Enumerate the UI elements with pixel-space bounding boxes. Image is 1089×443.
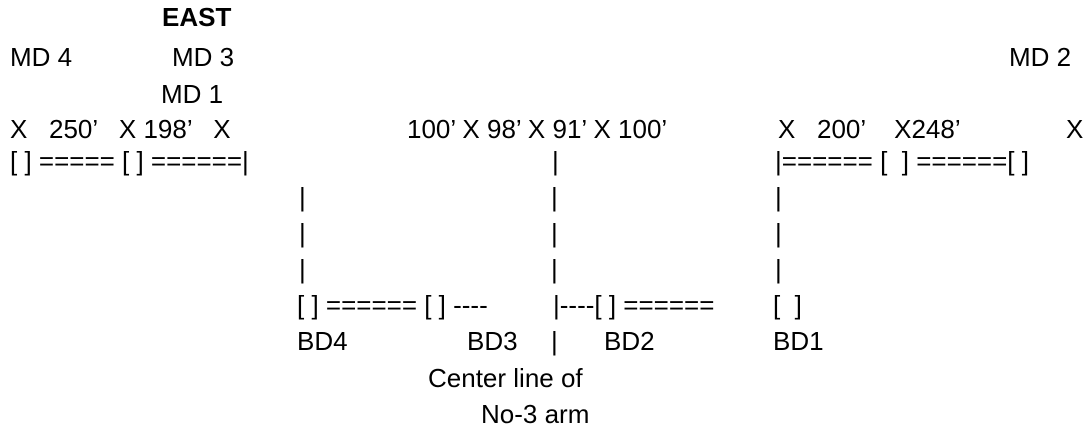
upper-line-right: |====== [ ] ======[ ] xyxy=(775,146,1029,176)
vertical-right-3: | xyxy=(775,254,782,284)
lower-line-left: [ ] ====== [ ] ---- xyxy=(297,290,488,320)
distance-row-middle: 100’ X 98’ X 91’ X 100’ xyxy=(407,114,668,144)
center-line-caption-2: No-3 arm xyxy=(481,399,590,429)
center-line-caption-1: Center line of xyxy=(428,363,583,393)
center-marker: | xyxy=(551,326,558,356)
vertical-middle-3: | xyxy=(551,254,558,284)
vertical-left-1: | xyxy=(299,182,306,212)
label-bd4: BD4 xyxy=(297,326,348,356)
label-bd1: BD1 xyxy=(773,326,824,356)
diagram-title: EAST xyxy=(162,2,232,32)
vertical-middle-2: | xyxy=(551,218,558,248)
distance-row-right: X 200’ X248’ xyxy=(778,114,961,144)
vertical-middle-1: | xyxy=(551,182,558,212)
label-bd2: BD2 xyxy=(604,326,655,356)
label-md4: MD 4 xyxy=(10,42,73,72)
label-md1: MD 1 xyxy=(161,79,224,109)
distance-row-left: X 250’ X 198’ X xyxy=(10,114,231,144)
lower-line-middle: |----[ ] ====== xyxy=(553,290,715,320)
upper-line-middle: | xyxy=(552,146,559,176)
label-bd3: BD3 xyxy=(467,326,518,356)
label-md3: MD 3 xyxy=(172,42,235,72)
lower-line-right: [ ] xyxy=(773,290,802,320)
vertical-right-1: | xyxy=(775,182,782,212)
distance-row-end: X xyxy=(1066,114,1084,144)
vertical-left-2: | xyxy=(299,218,306,248)
vertical-right-2: | xyxy=(775,218,782,248)
vertical-left-3: | xyxy=(299,254,306,284)
label-md2: MD 2 xyxy=(1009,42,1072,72)
upper-line-left: [ ] ===== [ ] ======| xyxy=(10,146,249,176)
